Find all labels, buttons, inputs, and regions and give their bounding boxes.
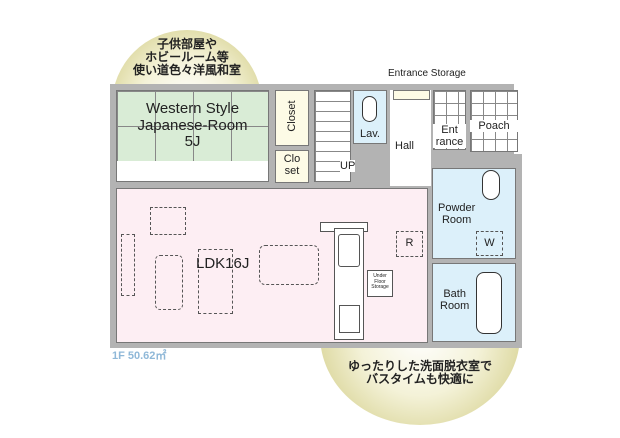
ldk-label: LDK16J	[196, 255, 250, 272]
tv-stand	[121, 234, 135, 296]
room-closet-2	[275, 150, 309, 183]
armchair	[150, 207, 186, 235]
closet-label: Closet	[285, 100, 298, 132]
label-line: Clo	[283, 153, 301, 165]
stove-icon	[339, 305, 360, 333]
fridge-label: R	[405, 237, 414, 249]
closet2-label: Clo set	[275, 153, 309, 177]
bath-label: Bath Room	[440, 288, 469, 312]
label-line: Room	[440, 300, 470, 313]
label-line: 5J	[184, 133, 201, 150]
bathtub-icon	[476, 272, 502, 334]
notch	[514, 84, 522, 154]
callout-line: 子供部屋や	[156, 37, 217, 51]
porch-label: Poach	[470, 120, 518, 133]
kitchen-sink-icon	[338, 234, 360, 267]
label-line: Room	[441, 214, 472, 227]
label-line: set	[284, 165, 300, 178]
washer-label: W	[484, 237, 495, 249]
dining-table	[259, 245, 319, 285]
callout-line: ホビールーム等	[145, 50, 229, 65]
callout-top-text: 子供部屋や ホビールーム等 使い道色々洋風和室	[112, 37, 262, 78]
label-line: Bath	[443, 288, 466, 300]
area-label: 1F 50.62㎡	[112, 350, 167, 362]
refrigerator-space	[396, 231, 423, 257]
entrance-storage-label: Entrance Storage	[388, 68, 466, 79]
powder-label: Powder Room	[438, 202, 475, 226]
label-line: rance	[435, 136, 464, 149]
callout-bottom-text: ゆったりした洗面脱衣室で バスタイムも快適に	[320, 359, 520, 387]
hall-label: Hall	[395, 140, 414, 152]
label-line: Storage	[371, 284, 389, 290]
callout-line: 使い道色々洋風和室	[132, 63, 241, 78]
washer-space	[476, 231, 503, 256]
tatami	[117, 91, 268, 161]
room-western-style-japanese	[116, 90, 269, 182]
sofa	[198, 249, 233, 314]
label-line: Western Style	[145, 100, 240, 117]
coffee-table	[155, 255, 183, 310]
lav-label: Lav.	[360, 128, 380, 140]
room-ldk	[116, 188, 428, 343]
room-closet	[275, 90, 309, 146]
room-hall	[390, 90, 431, 186]
entrance-label: Ent rance	[433, 124, 466, 149]
label-line: Floor	[374, 278, 386, 285]
western-label: Western Style Japanese-Room 5J	[116, 100, 269, 151]
under-floor-storage	[367, 270, 393, 297]
callout-line: バスタイムも快適に	[366, 372, 474, 387]
label-line: Powder	[438, 202, 476, 214]
toilet-icon	[362, 96, 377, 122]
room-bath	[432, 263, 516, 342]
entrance-storage	[393, 90, 430, 100]
label-line: Under	[373, 273, 387, 279]
label-line: Japanese-Room	[137, 116, 248, 134]
label-line: Ent	[441, 124, 458, 136]
callout-line: ゆったりした洗面脱衣室で	[347, 359, 492, 373]
sink-icon	[482, 170, 500, 200]
stairs-label: UP	[340, 160, 356, 173]
under-floor-label: Under Floor Storage	[367, 273, 393, 291]
